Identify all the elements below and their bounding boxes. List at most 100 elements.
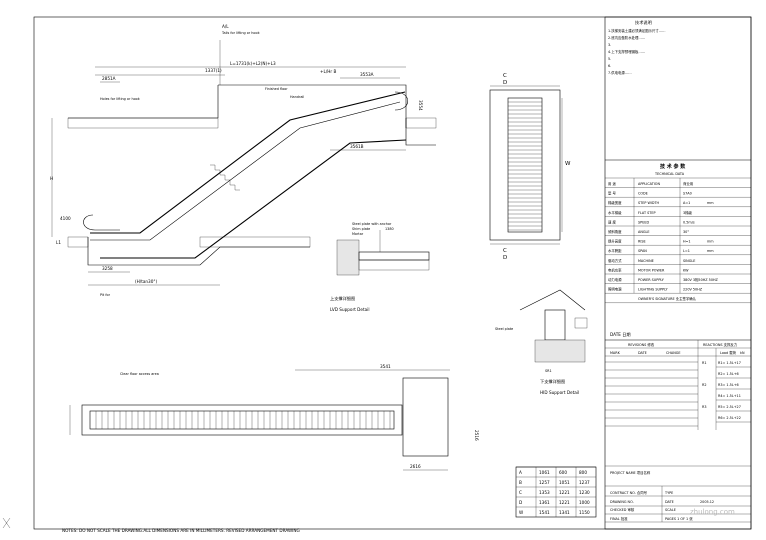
label-c: C	[503, 73, 507, 79]
tech-row-val: KW	[683, 268, 689, 272]
hid-truss	[519, 289, 586, 311]
tech-row-val: 商业用	[683, 181, 693, 186]
tech-row-cn: 用 途	[608, 181, 616, 186]
lvd-dim: 1380	[385, 227, 394, 231]
revisions-col: MARK	[610, 351, 621, 355]
revisions-table: REVISIONS 修改 REACTIONS 支撑反力 MARK DATE CHANGE…	[605, 339, 751, 430]
dim-table-cell: 800	[579, 470, 587, 475]
dim-mid-top: 1337(1)	[205, 68, 222, 73]
side-view: C D C D W	[489, 73, 571, 261]
tech-row-val: SINGLE	[683, 259, 695, 263]
corner-mark	[2, 517, 11, 529]
tech-row-en: POWER SUPPLY	[638, 278, 665, 282]
lvd-note-1: Steel plate with anchor	[352, 222, 392, 226]
dim-table-cell: C	[519, 490, 522, 495]
reaction-value: R2= 1.5L+6	[718, 372, 739, 376]
note-floor: Finished floor	[265, 87, 288, 91]
reactions-title: REACTIONS 支撑反力	[703, 342, 738, 347]
dim-left-v: 2851A	[102, 76, 116, 81]
dim-table-cell: 1051	[559, 480, 570, 485]
bottom-note: NOTES: DO NOT SCALE THE DRAWING.ALL DIME…	[62, 528, 300, 533]
panel-frame	[604, 16, 752, 530]
spec-note-line: 1.扶梯安装土建必须满足图示尺寸……	[608, 28, 665, 33]
lower-floor-left	[67, 236, 89, 248]
dim-table-cell: 1361	[539, 500, 550, 505]
tb-checked: CHECKED 审核	[610, 507, 635, 512]
plan-note: Clear floor access area	[120, 372, 159, 376]
dim-table-cell: W	[519, 510, 523, 515]
lvd-beam	[358, 251, 430, 261]
tb-scale: SCALE	[665, 508, 676, 512]
tech-row-en: STEP WIDTH	[638, 201, 660, 205]
hid-title-cn: 下支撑详细图	[540, 378, 565, 385]
lvd-floor	[358, 259, 430, 271]
reaction-value: R5= 2.5L+27	[718, 405, 741, 409]
truss-top	[90, 91, 406, 234]
tb-date: DATE	[665, 500, 674, 504]
note-top-1: Tails for lifting or hook	[221, 31, 260, 35]
hid-support-detail: Steel plate SR1 下支撑详细图 HID Support Detai…	[495, 289, 588, 395]
reactions-col: Load 载荷	[720, 350, 737, 355]
plan-outline	[81, 404, 403, 436]
revisions-title: REVISIONS 修改	[628, 342, 655, 347]
tech-row-unit: mm	[707, 249, 714, 253]
dim-table-cell: 1221	[559, 500, 570, 505]
step-lines	[508, 101, 542, 231]
tb-date-val: 2005.12	[700, 500, 714, 504]
reaction-value: R3= 1.5L+6	[718, 383, 739, 387]
reaction-mark: R3	[702, 405, 707, 409]
dim-table-cell: 1237	[579, 480, 590, 485]
dim-left-h: H	[50, 176, 53, 181]
dim-table-cell: 1257	[539, 480, 550, 485]
dim-top-span: L=1731(k)+L2(N)+L3	[230, 61, 276, 66]
spec-note-line: 4.上下支撑预埋钢板……	[608, 49, 645, 54]
tech-row-val: 380V 3相50HZ 50HZ	[683, 277, 719, 282]
reaction-mark: R2	[702, 383, 707, 387]
dim-table-cell: 1150	[579, 510, 590, 515]
reaction-mark: R1	[702, 361, 707, 365]
revisions-col: DATE	[638, 351, 647, 355]
tb-pages: PAGES 1 OF 1 张	[665, 516, 693, 521]
note-side-1: Holes for lifting or hook	[100, 97, 140, 101]
tech-row-cn: 水平梯级	[608, 210, 622, 215]
upper-floor-left	[67, 117, 219, 129]
plan-dim-right: 2516	[474, 430, 479, 441]
tech-row-val: S7A0	[683, 192, 692, 196]
tech-row-cn: 动力电源	[608, 277, 622, 282]
tech-row-cn: 水平跨距	[608, 248, 622, 253]
reaction-value: R1= 1.5L+17	[718, 361, 741, 365]
plan-step-lines	[95, 411, 391, 429]
tech-row-val: 0.5m/s	[683, 220, 695, 224]
spec-note-line: 3.	[608, 43, 611, 47]
dim-table-cell: 1061	[539, 470, 550, 475]
elevation-view: L=1731(k)+L2(N)+L3 +L/Hr B 1337(1) 2851A…	[50, 24, 437, 297]
tech-row-en: MOTOR POWER	[638, 268, 665, 272]
lvd-support-detail: Steel plate with anchor Shim plate Morta…	[330, 222, 430, 312]
tech-row-unit: mm	[707, 240, 714, 244]
tb-project: PROJECT NAME 项目名称	[610, 470, 651, 475]
tech-row-cn: 电机功率	[608, 267, 622, 272]
lvd-pit	[336, 239, 360, 276]
watermark: zhulong.com	[690, 508, 735, 516]
lvd-title-en: LVD Support Detail	[330, 307, 370, 312]
plan-steps	[89, 410, 395, 430]
tech-row-en: SPAN	[638, 249, 647, 253]
label-w: W	[565, 161, 571, 167]
tech-row-cn: 照明电源	[608, 287, 622, 292]
tech-row-en: APPLICATION	[638, 182, 660, 186]
dim-top-right: +L/Hr B	[320, 69, 336, 74]
revisions-col: CHANGE	[666, 351, 681, 355]
sheet-border	[33, 16, 752, 530]
spec-notes: 1.扶梯安装土建必须满足图示尺寸……2.底坑应做防水处理……3.4.上下支撑预埋…	[608, 28, 665, 75]
step-profile	[210, 164, 240, 191]
tech-row-en: SPEED	[638, 220, 649, 224]
label-d2: D	[503, 255, 507, 261]
label-d: D	[503, 80, 507, 86]
spec-notes-title: 技术说明	[635, 19, 652, 26]
dim-table-cell: 1221	[559, 490, 570, 495]
dim-right-w: 3561B	[350, 144, 364, 149]
date-label: DATE 日期	[610, 332, 631, 338]
plan-dim-w: 3541	[380, 364, 391, 369]
